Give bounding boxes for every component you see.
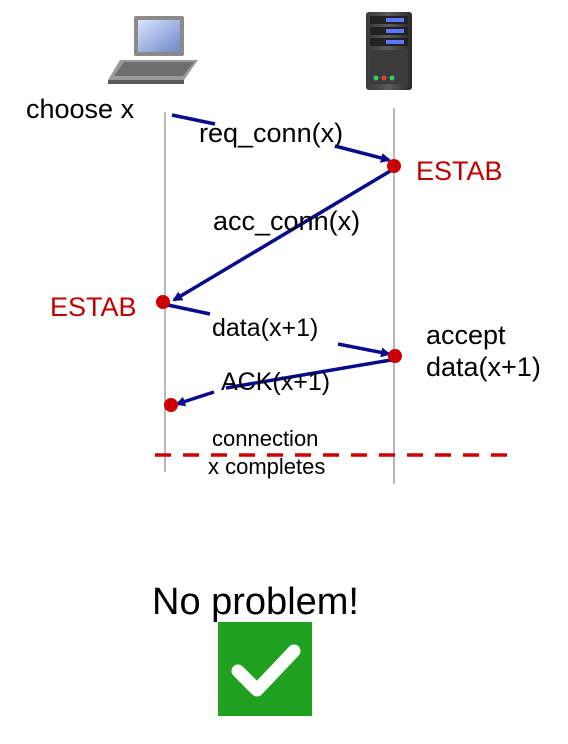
accept-label-line2: data(x+1) (426, 352, 541, 382)
ack-label: ACK(x+1) (221, 368, 330, 396)
verdict-title: No problem! (152, 581, 359, 623)
client-estab-label: ESTAB (50, 292, 137, 322)
server-estab-dot (387, 159, 401, 173)
server-estab-label: ESTAB (416, 156, 503, 186)
server-icon (366, 12, 412, 90)
ack-arrow (225, 358, 392, 390)
server-accept-dot (388, 349, 402, 363)
client-choose-label: choose x (26, 94, 135, 124)
acc-conn-label: acc_conn(x) (213, 206, 360, 236)
connection-label-line2: x completes (208, 454, 325, 479)
acc-conn-arrow (172, 168, 393, 302)
data-label: data(x+1) (212, 314, 318, 342)
ack-arrow-end (175, 390, 215, 407)
req-conn-arrow (334, 144, 391, 163)
laptop-icon (108, 16, 198, 84)
client-ack-dot (164, 398, 178, 412)
connection-label-line1: connection (212, 426, 318, 451)
client-estab-dot (156, 295, 170, 309)
data-arrow-start (167, 303, 211, 316)
req-conn-arrow-start (171, 113, 216, 126)
message-arrows (167, 113, 393, 407)
data-arrow (337, 342, 391, 358)
checkmark-icon (218, 622, 312, 716)
accept-label-line1: accept (426, 320, 506, 350)
req-conn-label: req_conn(x) (199, 118, 343, 148)
